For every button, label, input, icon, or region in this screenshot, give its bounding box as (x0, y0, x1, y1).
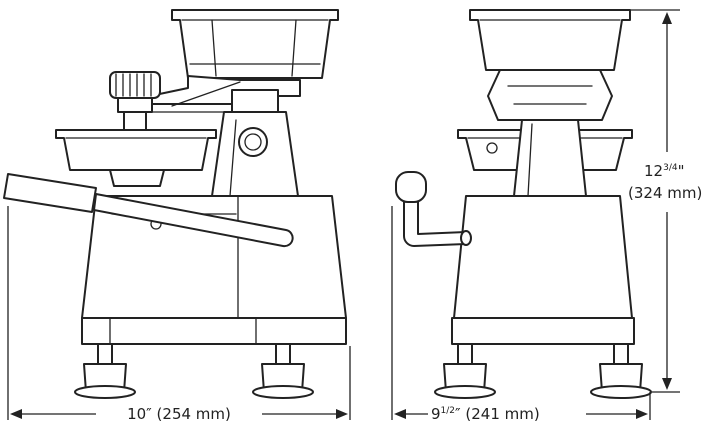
front-top-cup (171, 9, 339, 79)
front-base (81, 317, 347, 345)
side-pillar (513, 119, 587, 197)
side-view (395, 9, 652, 399)
side-foot-right (590, 343, 652, 399)
height-label-imperial: 123/4" (644, 162, 684, 180)
width-label: 10″ (254 mm) (127, 405, 231, 423)
side-top-cup (469, 9, 631, 71)
width-dimension: 10″ (254 mm) (7, 206, 351, 423)
width-arrow-right (336, 409, 348, 419)
front-foot-right (252, 343, 314, 399)
front-view (3, 9, 347, 399)
depth-label: 91/2″ (241 mm) (431, 405, 540, 423)
side-base (451, 317, 635, 345)
height-arrow-bottom (662, 378, 672, 390)
side-foot-left (434, 343, 496, 399)
front-pan (55, 129, 217, 187)
front-knob (109, 71, 161, 131)
height-dimension: 123/4" (324 mm) (628, 9, 702, 393)
side-body (453, 195, 633, 319)
front-pillar (211, 89, 299, 197)
width-arrow-left (10, 409, 22, 419)
depth-arrow-left (394, 409, 406, 419)
height-arrow-top (662, 12, 672, 24)
height-label-metric: (324 mm) (628, 184, 702, 202)
side-collar (487, 69, 613, 121)
side-handle (395, 171, 472, 247)
front-handle (3, 173, 294, 248)
front-foot-left (74, 343, 136, 399)
depth-arrow-right (636, 409, 648, 419)
depth-dimension: 91/2″ (241 mm) (391, 206, 651, 423)
